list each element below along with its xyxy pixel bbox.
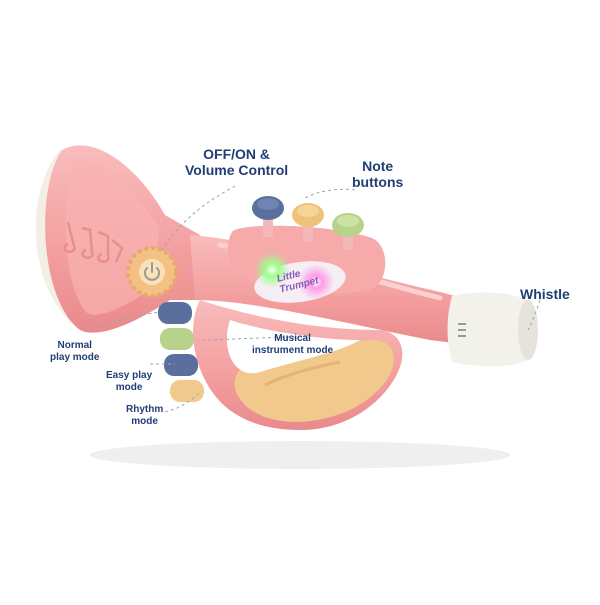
music-notes-icon	[63, 221, 124, 264]
callout-note-buttons: Note buttons	[352, 158, 403, 190]
callout-easy-play-mode: Easy play mode	[106, 370, 152, 393]
handle-opening	[226, 320, 360, 374]
callout-normal-line1: Normal	[57, 340, 92, 351]
callout-power-line1: OFF/ON &	[203, 146, 271, 162]
callout-normal-play-mode: Normal play mode	[50, 340, 99, 363]
callout-leaders	[84, 185, 541, 413]
led-light-green	[254, 252, 290, 288]
callout-easy-line2: mode	[115, 381, 143, 393]
note-button-green[interactable]	[332, 213, 364, 250]
callout-power-volume: OFF/ON & Volume Control	[185, 146, 288, 178]
whistle-mouthpiece[interactable]	[447, 292, 539, 367]
rhythm-mode-button[interactable]	[170, 380, 204, 402]
callout-whistle: Whistle	[520, 286, 570, 302]
callout-notes-line1: Note	[362, 158, 394, 174]
callout-instrument-line2: instrument mode	[252, 344, 334, 356]
normal-play-mode-button[interactable]	[158, 302, 192, 324]
callout-instrument-line1: Musical	[274, 333, 311, 344]
callout-whistle-line1: Whistle	[520, 286, 570, 302]
callout-musical-instrument-mode: Musical instrument mode	[252, 333, 333, 356]
note-button-blue[interactable]	[252, 196, 284, 237]
led-light-pink	[298, 264, 334, 300]
easy-play-mode-button[interactable]	[164, 354, 198, 376]
grip-ridge	[264, 360, 341, 387]
power-icon	[144, 262, 160, 281]
musical-instrument-mode-button[interactable]	[160, 328, 194, 350]
callout-rhythm-line2: mode	[131, 415, 158, 427]
note-button-yellow[interactable]	[292, 203, 324, 242]
callout-normal-line2: play mode	[50, 351, 100, 363]
callout-rhythm-mode: Rhythm mode	[126, 404, 163, 427]
callout-power-line2: Volume Control	[185, 162, 289, 179]
floor-shadow	[90, 441, 510, 469]
callout-rhythm-line1: Rhythm	[126, 404, 164, 415]
power-volume-dial[interactable]	[126, 246, 178, 298]
callout-easy-line1: Easy play	[106, 370, 153, 381]
callout-notes-line2: buttons	[352, 174, 404, 191]
